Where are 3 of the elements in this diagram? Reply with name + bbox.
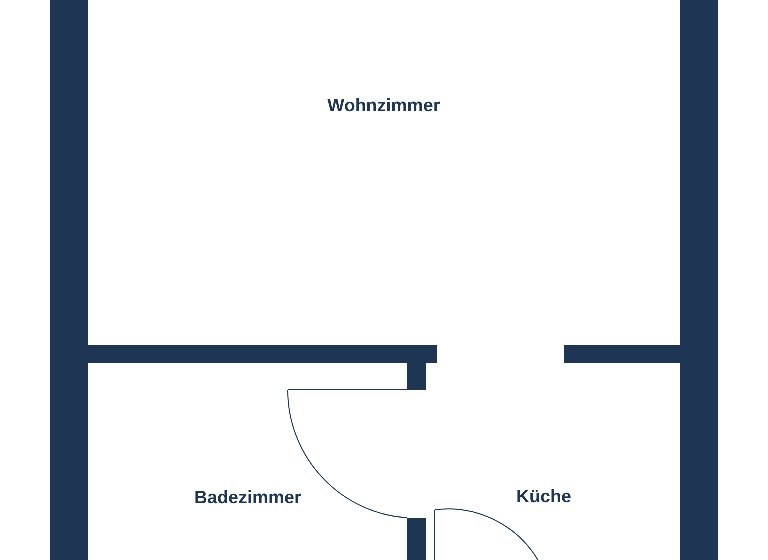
room-label: Badezimmer	[194, 488, 302, 508]
room-label: Wohnzimmer	[328, 96, 440, 116]
room-label: Küche	[516, 486, 572, 508]
